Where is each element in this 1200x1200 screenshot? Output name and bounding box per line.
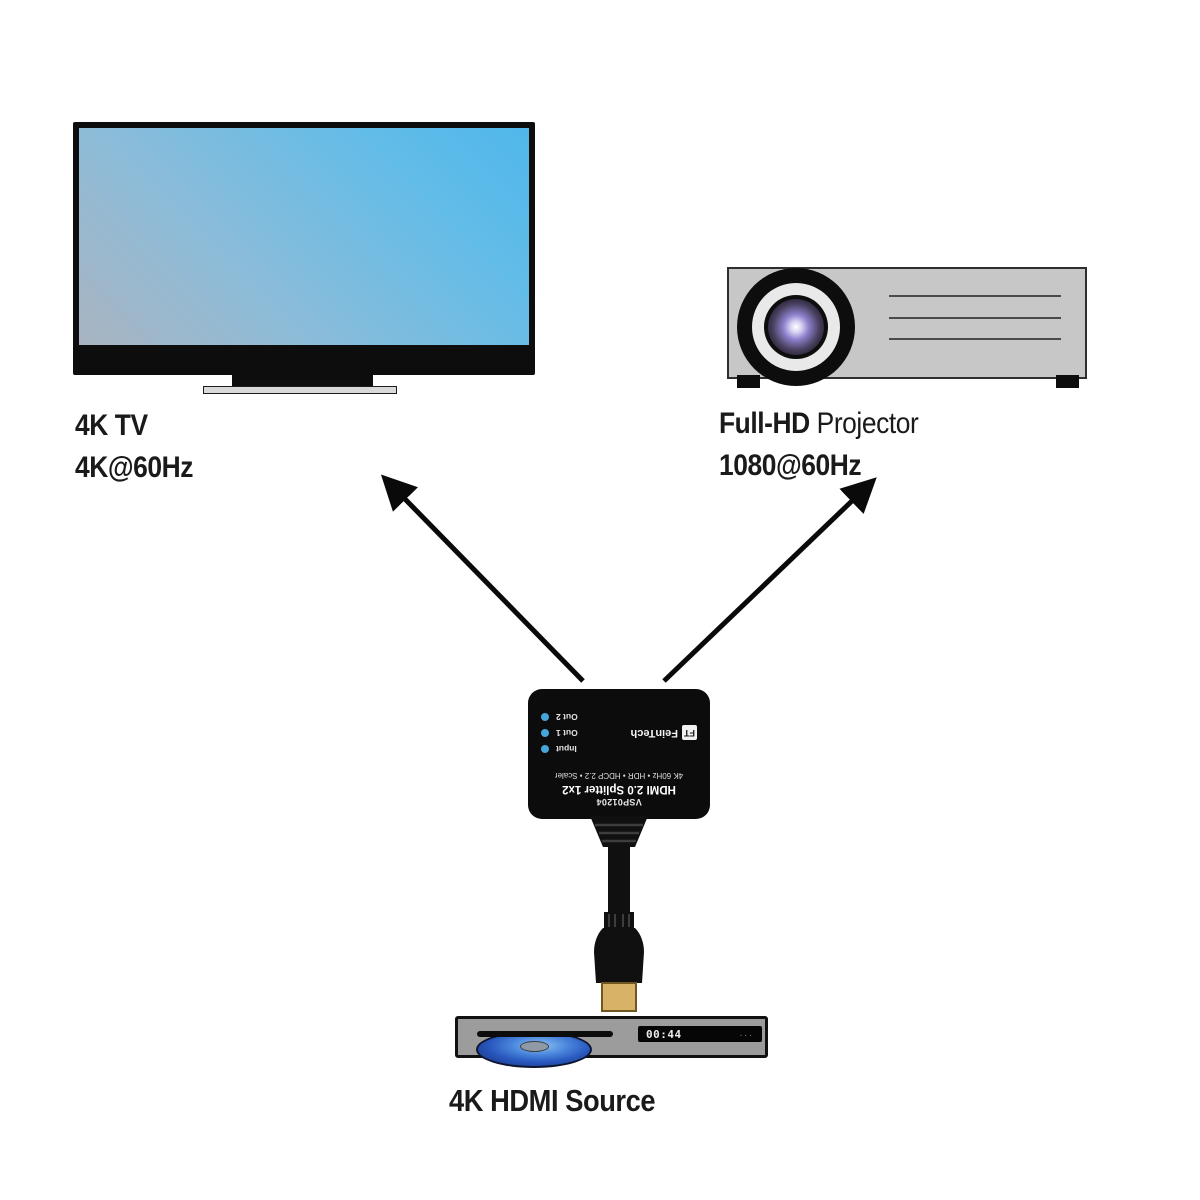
projector-spec-label: 1080@60Hz <box>719 449 862 482</box>
hdmi-plug-body <box>594 928 644 983</box>
projector-foot-left <box>737 375 760 388</box>
source-label: 4K HDMI Source <box>449 1083 656 1118</box>
disc-hub <box>520 1041 549 1052</box>
projector-lens <box>737 268 855 386</box>
feintech-logo-icon: FT <box>682 725 697 741</box>
led-label-out2: Out 2 <box>556 712 578 722</box>
tv-stand-base <box>203 386 397 394</box>
splitter-model-number: VSP01204 <box>596 797 642 807</box>
cable-strain-relief <box>590 816 648 847</box>
arrow-to-projector <box>662 477 877 683</box>
led-label-out1: Out 1 <box>556 728 578 738</box>
tv-spec-label: 4K@60Hz <box>75 451 194 484</box>
plug-collar <box>604 912 634 929</box>
led-row-out2: Out 2 <box>541 712 578 722</box>
lens-glass-glow <box>768 299 824 355</box>
splitter-faceplate: VSP01204 HDMI 2.0 Splitter 1x2 4K 60Hz •… <box>528 689 710 819</box>
display-dots: ... <box>739 1028 754 1039</box>
display-time: 00:44 <box>646 1027 682 1041</box>
hdmi-cable-plug <box>590 816 648 1012</box>
projector-foot-right <box>1056 375 1079 388</box>
projector-vent-line <box>889 295 1061 297</box>
tv-screen <box>79 128 529 345</box>
projector-vent-line <box>889 317 1061 319</box>
player-display: 00:44 ... <box>638 1026 762 1042</box>
led-dot-out2 <box>541 713 549 721</box>
led-label-input: Input <box>556 744 577 754</box>
splitter-features: 4K 60Hz • HDR • HDCP 2.2 • Scaler <box>554 771 684 780</box>
disc-slot <box>477 1031 613 1037</box>
tv-stand-neck <box>232 375 373 386</box>
led-dot-out1 <box>541 729 549 737</box>
strain-relief-ridges <box>595 823 643 843</box>
led-row-input: Input <box>541 744 578 754</box>
hdmi-splitter-device: VSP01204 HDMI 2.0 Splitter 1x2 4K 60Hz •… <box>528 689 710 819</box>
splitter-bottom-row: FT FeinTech Input Out 1 Out 2 <box>541 699 697 767</box>
projector-label-bold: Full-HD <box>719 407 810 440</box>
tv-illustration <box>73 122 535 375</box>
tv-label: 4K TV <box>75 409 148 442</box>
splitter-product-name: HDMI 2.0 Splitter 1x2 <box>562 783 676 795</box>
led-indicator-block: Input Out 1 Out 2 <box>541 712 578 754</box>
plug-collar-ribs <box>608 914 630 927</box>
projector-label-regular: Projector <box>816 407 919 440</box>
led-dot-input <box>541 745 549 753</box>
brand-name: FeinTech <box>630 727 678 739</box>
projector-label: Full-HD Projector <box>719 407 919 440</box>
arrow-to-tv <box>380 474 585 683</box>
projector-vent-line <box>889 338 1061 340</box>
hdmi-gold-connector <box>601 982 637 1012</box>
feintech-logo: FT FeinTech <box>630 725 697 741</box>
led-row-out1: Out 1 <box>541 728 578 738</box>
hdmi-cable <box>608 845 630 915</box>
